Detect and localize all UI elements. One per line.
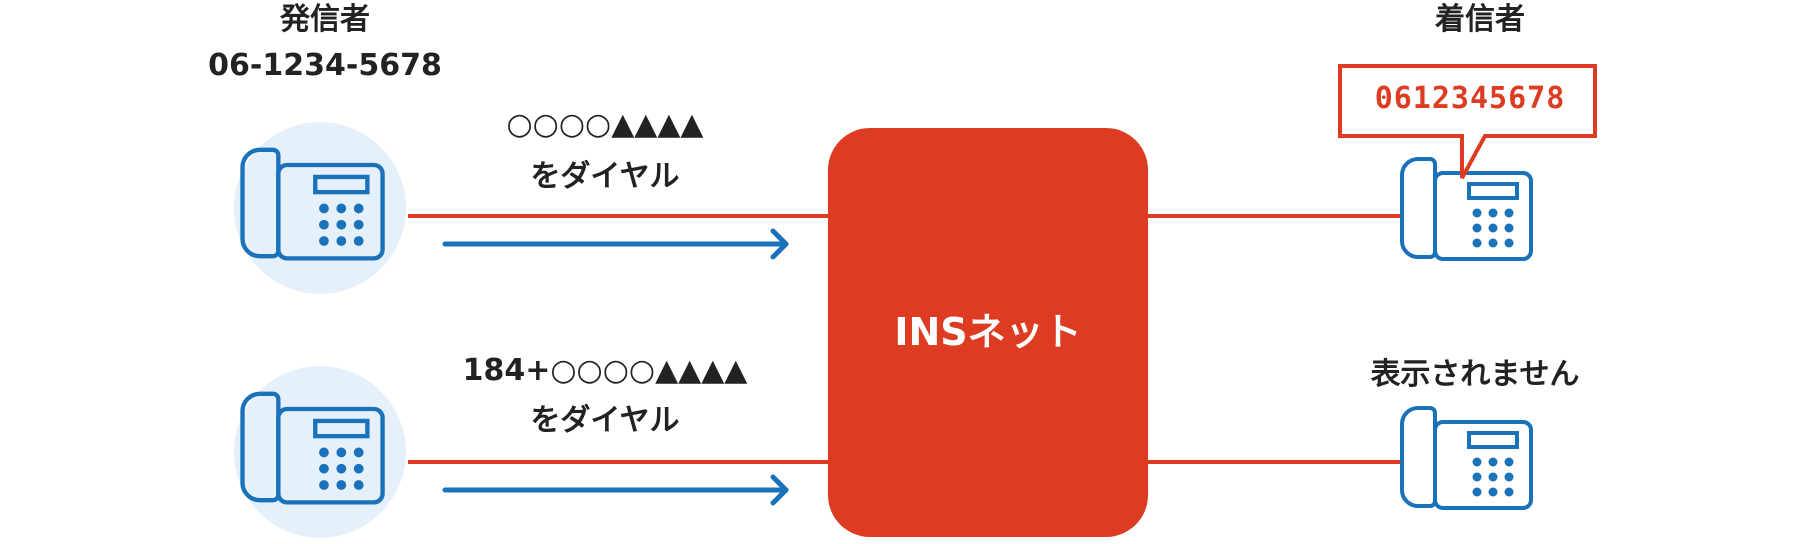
route-1-dial-action: をダイヤル bbox=[530, 159, 680, 194]
network-label: INSネット bbox=[894, 310, 1082, 354]
ins-network-box bbox=[828, 128, 1148, 537]
number-hidden-message: 表示されません bbox=[1370, 357, 1580, 392]
route-1-dial-number: ○○○○▲▲▲▲ bbox=[506, 107, 704, 142]
displayed-caller-number: 0612345678 bbox=[1374, 81, 1566, 116]
telephone-icon bbox=[1400, 157, 1533, 261]
route-2-dial-action: をダイヤル bbox=[530, 403, 680, 438]
route-2-dial-number: 184+○○○○▲▲▲▲ bbox=[462, 353, 748, 388]
caller-number: 06-1234-5678 bbox=[208, 48, 442, 83]
arrow-right-icon bbox=[442, 228, 789, 260]
caller-phone-1 bbox=[234, 122, 406, 294]
caller-id-callout bbox=[1338, 64, 1597, 179]
receiver-title: 着信者 bbox=[1435, 2, 1525, 37]
arrow-right-icon bbox=[442, 474, 789, 506]
caller-title: 発信者 bbox=[280, 2, 370, 37]
caller-phone-2 bbox=[234, 366, 406, 538]
telephone-icon bbox=[1400, 406, 1533, 510]
